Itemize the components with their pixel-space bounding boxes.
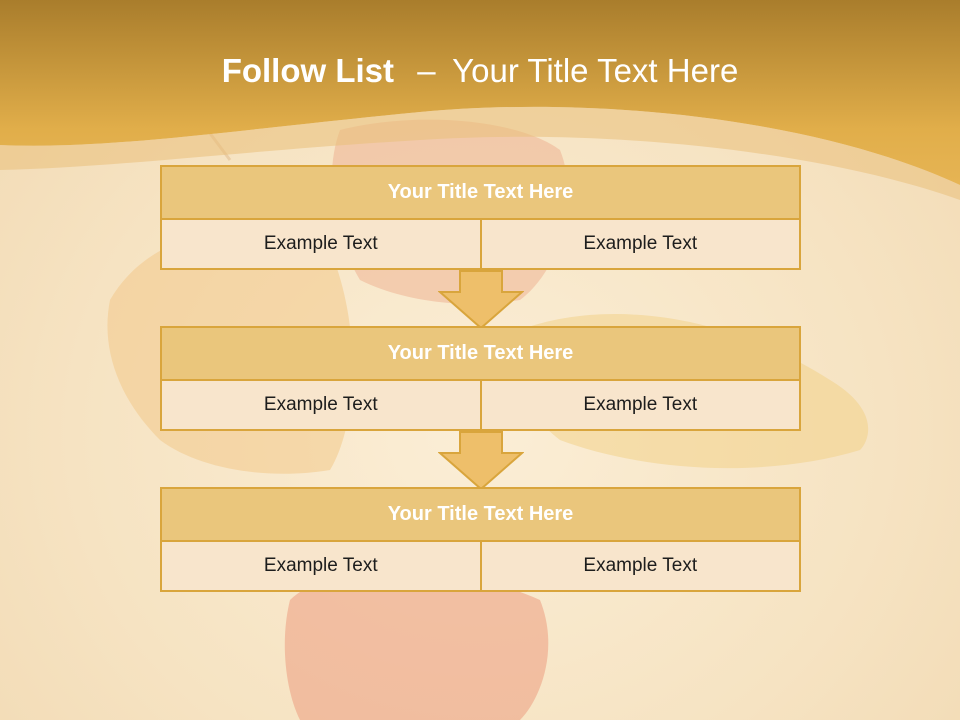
- step-block-3: Your Title Text Here Example Text Exampl…: [160, 487, 801, 592]
- step-cell-right: Example Text: [481, 220, 801, 270]
- title-dash: –: [417, 52, 436, 89]
- step-block-2: Your Title Text Here Example Text Exampl…: [160, 326, 801, 431]
- slide-title: Follow List – Your Title Text Here: [0, 52, 960, 90]
- title-rest: Your Title Text Here: [452, 52, 739, 89]
- step-title: Your Title Text Here: [160, 487, 801, 542]
- step-cell-left: Example Text: [160, 220, 482, 270]
- down-arrow-icon: [438, 270, 524, 330]
- step-row: Example Text Example Text: [160, 381, 801, 431]
- step-title: Your Title Text Here: [160, 326, 801, 381]
- step-row: Example Text Example Text: [160, 542, 801, 592]
- header-band: [0, 0, 960, 200]
- title-bold: Follow List: [221, 52, 395, 89]
- step-block-1: Your Title Text Here Example Text Exampl…: [160, 165, 801, 270]
- step-cell-right: Example Text: [481, 381, 801, 431]
- down-arrow-icon: [438, 431, 524, 491]
- step-title: Your Title Text Here: [160, 165, 801, 220]
- step-cell-left: Example Text: [160, 381, 482, 431]
- step-cell-right: Example Text: [481, 542, 801, 592]
- step-cell-left: Example Text: [160, 542, 482, 592]
- step-row: Example Text Example Text: [160, 220, 801, 270]
- red-leaf-bottom: [284, 570, 549, 720]
